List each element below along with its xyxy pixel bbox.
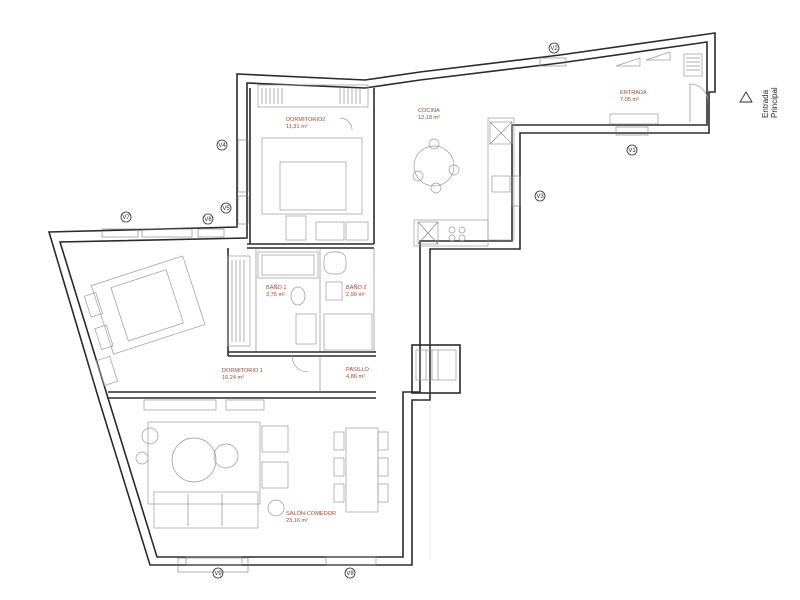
dorm2-furniture [257,84,369,241]
window-frames [101,57,649,573]
kitchen-furniture [412,117,515,381]
entrance-label-line1: Entrada [761,89,770,118]
window-tag-v6: V6 [202,213,214,225]
main-entrance-marker: Entrada Principal [739,87,779,118]
window-tag-v5: V5 [220,202,232,214]
room-area-cocina: 12,18 m² [418,115,440,121]
svg-text:V9: V9 [214,571,222,577]
window-tag-v7: V7 [120,211,132,223]
room-area-bano1: 3,75 m² [266,292,285,298]
room-name-salon: SALÓN-COMEDOR [286,510,336,517]
window-tag-v8: V8 [344,567,356,579]
room-name-dormitorio1: DORMITORIO 1 [222,368,263,374]
svg-text:V3: V3 [536,194,544,200]
svg-text:V7: V7 [122,215,130,221]
window-tags: V1 V2 V3 V4 V5 V6 V7 V8 V9 [120,42,638,579]
bathroom-furniture [257,251,373,351]
svg-text:V5: V5 [222,206,230,212]
entrance-label-line2: Principal [770,87,779,118]
room-area-salon: 23,16 m² [286,518,308,524]
room-area-dormitorio1: 16,24 m² [222,375,244,381]
window-tag-v4: V4 [216,139,228,151]
entrance-furniture [609,51,709,125]
window-tag-v2: V2 [548,42,560,54]
svg-text:V2: V2 [550,46,558,52]
room-labels: DORMITORIO2 11,31 m² COCINA 12,18 m² ENT… [222,90,647,524]
svg-text:V1: V1 [628,148,636,154]
exterior-walls [47,32,716,566]
entrance-arrow-icon [739,91,753,103]
room-name-cocina: COCINA [418,108,440,114]
window-tag-v3: V3 [534,190,546,202]
living-furniture [135,399,389,529]
room-name-bano2: BAÑO 2 [346,284,367,291]
room-name-bano1: BAÑO 1 [266,284,287,291]
room-area-pasillo: 4,86 m² [346,374,365,380]
room-name-dormitorio2: DORMITORIO2 [286,117,325,123]
room-area-entrada: 7,05 m² [620,97,639,103]
room-area-dormitorio2: 11,31 m² [286,124,308,130]
dorm1-furniture [83,255,309,386]
window-tag-v9: V9 [212,567,224,579]
svg-text:V8: V8 [346,571,354,577]
interior-walls [108,88,461,399]
svg-text:V6: V6 [204,217,212,223]
room-name-pasillo: PASILLO [346,367,370,373]
room-name-entrada: ENTRADA [620,90,647,96]
room-area-bano2: 2,90 m² [346,292,365,298]
svg-text:V4: V4 [218,143,226,149]
window-tag-v1: V1 [626,144,638,156]
